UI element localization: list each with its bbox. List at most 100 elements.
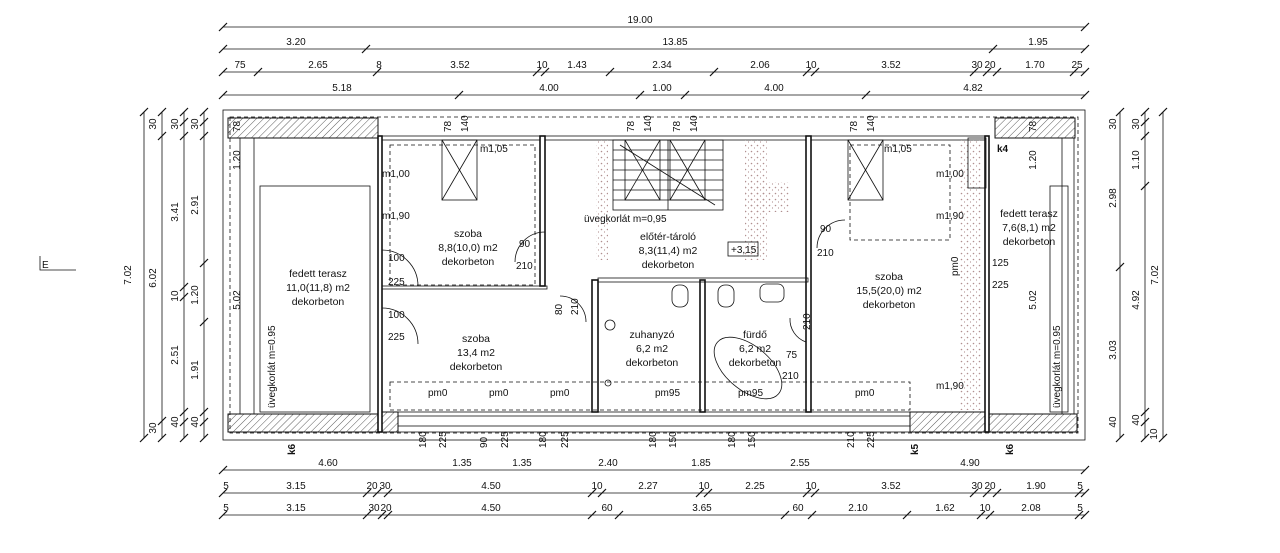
opening-11: 210 [846, 431, 857, 448]
dim-left-c-4: 40 [190, 416, 201, 428]
door-height-6: 225 [992, 280, 1009, 291]
dim-bot-1-0: 4.60 [318, 458, 338, 469]
door-width-5: 75 [786, 350, 798, 361]
dim-right-b-0: 2.98 [1108, 188, 1119, 208]
dim-bot-3-10: 10 [979, 503, 991, 514]
sill-label-3: m1,00 [382, 169, 410, 180]
dim-bot-2-14: 5 [1077, 481, 1083, 492]
door-height-1: 210 [516, 261, 533, 272]
dim-top-3-13: 25 [1071, 60, 1083, 71]
bathtub-icon [713, 336, 783, 400]
dim-top-4-1: 4.00 [539, 83, 559, 94]
room-area: 15,5(20,0) m2 [856, 285, 922, 297]
window-height-1: 140 [460, 115, 471, 132]
dim-top-3-1: 2.65 [308, 60, 328, 71]
dim-right-outer: 7.02 [1150, 265, 1161, 285]
dim-bot-2-13: 1.90 [1026, 481, 1046, 492]
dim-top-3-12: 1.70 [1025, 60, 1045, 71]
dim-bot-3-4: 4.50 [481, 503, 501, 514]
dim-bot-1-2: 1.35 [512, 458, 532, 469]
dim-right-a-0: 30 [1131, 118, 1142, 130]
sill-label-4: m1,00 [936, 169, 964, 180]
opening-6: 225 [560, 431, 571, 448]
dim-bot-2-11: 30 [971, 481, 983, 492]
dim-bot-2-10: 3.52 [881, 481, 901, 492]
dim-bot-2-12: 20 [984, 481, 996, 492]
room-hall-storage: előtér-tároló 8,3(11,4) m2 dekorbeton [639, 231, 698, 271]
dim-top-3-9: 3.52 [881, 60, 901, 71]
opening-2: 225 [438, 431, 449, 448]
dim-left-c-0: 30 [190, 118, 201, 130]
opening-7: 180 [648, 431, 659, 448]
dim-bot-3-5: 60 [601, 503, 613, 514]
door-height-3: 225 [388, 277, 405, 288]
dim-bot-2-9: 10 [805, 481, 817, 492]
dim-left-a-3: 10 [170, 290, 181, 302]
toilet-icon [671, 284, 735, 308]
dim-top-2-0: 3.20 [286, 37, 306, 48]
room-terrace-left: fedett terasz 11,0(11,8) m2 dekorbeton [286, 268, 350, 308]
dim-right-c-2: 1.20 [1028, 150, 1039, 170]
opening-12: 225 [866, 431, 877, 448]
window-width-1: 78 [443, 120, 454, 132]
dim-right-c-3: 5.02 [1028, 290, 1039, 310]
dim-top-3-3: 3.52 [450, 60, 470, 71]
dim-top-2-1: 13.85 [662, 37, 687, 48]
dim-bot-2-7: 10 [698, 481, 710, 492]
dim-bot-2-3: 30 [379, 481, 391, 492]
section-marker-icon [39, 256, 76, 271]
dim-left-a-6: 30 [148, 422, 159, 434]
dim-left-a-2: 3.41 [170, 202, 181, 222]
opening-8: 150 [668, 431, 679, 448]
dim-left-b-0: 30 [170, 118, 181, 130]
dim-right-b-1: 3.03 [1108, 340, 1119, 360]
dim-right-a-3: 4.92 [1131, 290, 1142, 310]
door-width-7: 80 [554, 303, 565, 315]
dim-bot-3-8: 2.10 [848, 503, 868, 514]
dim-bot-1-1: 1.35 [452, 458, 472, 469]
room-area: 13,4 m2 [457, 347, 495, 359]
room-floor: dekorbeton [642, 259, 695, 271]
dim-bot-3-6: 3.65 [692, 503, 712, 514]
sill-label-1: m1,05 [480, 144, 508, 155]
dim-top-3-5: 1.43 [567, 60, 587, 71]
parapet-label-5: pm95 [738, 388, 763, 399]
door-height-2: 210 [817, 248, 834, 259]
door-height-5: 210 [782, 371, 799, 382]
stairs-icon [613, 140, 723, 210]
room-area: 6,2 m2 [636, 343, 668, 355]
column-label-k6-right: k6 [1005, 443, 1016, 455]
door-width-8: 210 [802, 313, 813, 330]
room-bedroom-right: szoba 15,5(20,0) m2 dekorbeton [856, 271, 922, 311]
sill-label-5: m1,90 [382, 211, 410, 222]
annotation-labels: E üvegkorlát m=0.95 üvegkorlát m=0.95 üv… [42, 115, 1063, 455]
dim-bot-2-1: 3.15 [286, 481, 306, 492]
dim-left-a-0: 30 [148, 118, 159, 130]
opening-9: 180 [727, 431, 738, 448]
window-width-6: 78 [1028, 120, 1039, 132]
dim-bot-2-6: 2.27 [638, 481, 658, 492]
dim-top-3-2: 8 [376, 60, 382, 71]
door-width-6: 125 [992, 258, 1009, 269]
parapet-label-1: pm0 [428, 388, 448, 399]
dim-bot-3-2: 30 [368, 503, 380, 514]
dim-bot-2-0: 5 [223, 481, 229, 492]
room-name: fedett terasz [289, 268, 347, 280]
opening-10: 150 [747, 431, 758, 448]
dim-right-c-4: 40 [1108, 416, 1119, 428]
dim-bot-3-3: 20 [380, 503, 392, 514]
window-width-4: 78 [849, 120, 860, 132]
room-name: fürdő [743, 329, 767, 341]
dim-bot-1-4: 1.85 [691, 458, 711, 469]
room-floor: dekorbeton [729, 357, 782, 369]
room-bedroom-lower-left: szoba 13,4 m2 dekorbeton [450, 333, 503, 373]
window-height-2: 140 [643, 115, 654, 132]
room-floor: dekorbeton [292, 296, 345, 308]
parapet-label-4: pm95 [655, 388, 680, 399]
dim-right-a-6: 10 [1149, 428, 1160, 440]
dim-top-3-10: 30 [971, 60, 983, 71]
door-height-7: 210 [570, 298, 581, 315]
door-height-4: 225 [388, 332, 405, 343]
railing-mid-label: üvegkorlát m=0,95 [584, 214, 667, 225]
dim-top-2-2: 1.95 [1028, 37, 1048, 48]
